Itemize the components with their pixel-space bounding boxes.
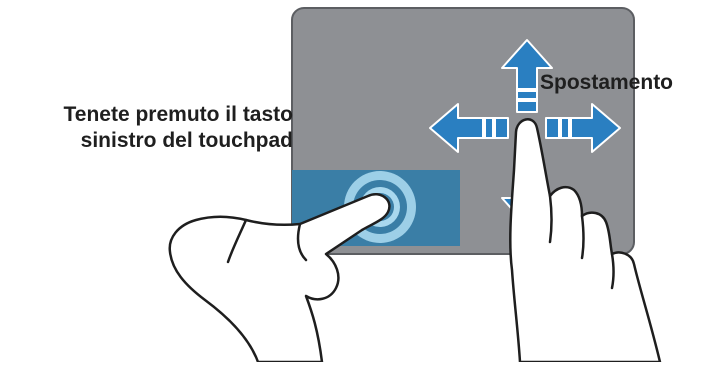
hold-left-button-label: Tenete premuto il tasto sinistro del tou… [8,102,293,154]
left-hand-icon [170,194,390,362]
hold-label-line2: sinistro del touchpad [8,128,293,154]
hold-label-line1: Tenete premuto il tasto [8,102,293,128]
move-label: Spostamento [540,70,673,96]
